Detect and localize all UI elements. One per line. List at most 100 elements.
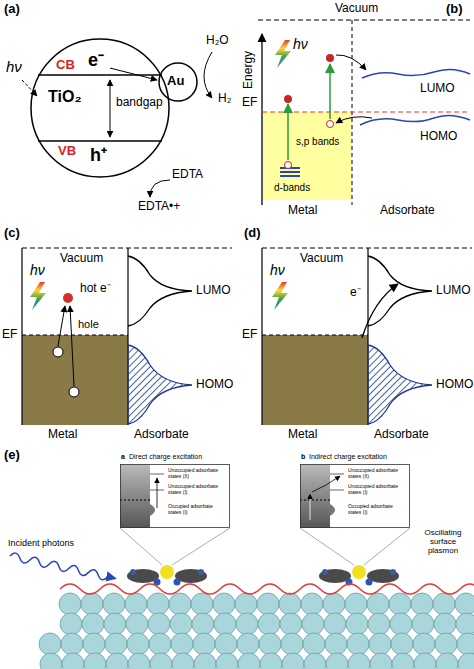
panel-e-part	[39, 593, 474, 669]
panel-b-part	[280, 175, 300, 177]
node-outline	[121, 465, 230, 528]
label: LUMO	[196, 284, 231, 298]
panel-b-part	[280, 171, 300, 173]
panel-e-part-part	[214, 613, 236, 635]
node-text: VB	[58, 144, 76, 159]
label: hν	[293, 36, 308, 52]
panel-c	[22, 248, 232, 425]
panel-e-part	[330, 504, 335, 516]
panel-c-part	[58, 306, 65, 346]
panel-e-part-part	[412, 613, 434, 635]
panel-e-part	[312, 476, 340, 492]
panel-c-part	[22, 248, 232, 425]
panel-d-part	[262, 248, 472, 425]
panel-b-part	[329, 64, 331, 119]
panel-e-part-part	[216, 653, 238, 669]
panel-e-part	[300, 464, 330, 528]
panel-e-part-part	[59, 593, 81, 615]
label: (a)	[4, 2, 20, 17]
node-text: Indirect charge excitation	[309, 453, 387, 461]
panel-e-part-part	[281, 633, 303, 655]
panel-e-part-part	[174, 579, 181, 586]
panel-e-part-part	[391, 633, 413, 655]
panel-e-part-part	[172, 653, 194, 669]
panel-a-part	[150, 180, 170, 197]
panel-e-part	[150, 474, 164, 475]
panel-e-part-part	[215, 633, 237, 655]
panel-b-part	[336, 55, 366, 70]
panel-b-part	[287, 104, 289, 160]
label: H₂	[218, 92, 231, 106]
panel-e-part-part	[150, 653, 172, 669]
panel-e-part-part	[346, 613, 368, 635]
panel-b-part	[326, 54, 334, 62]
node-text: Au	[167, 74, 184, 89]
inset-panel: aDirect charge excitationUnoccupied adso…	[120, 452, 230, 528]
panel-e-part-part	[302, 613, 324, 635]
label: HOMO	[436, 378, 473, 392]
node-text: bandgap	[116, 96, 163, 110]
panel-e-part-part	[169, 593, 191, 615]
panel-e-part	[127, 565, 207, 586]
label: hole	[78, 318, 99, 331]
label: Vacuum	[300, 252, 343, 266]
label: Adsorbate	[374, 428, 429, 442]
panel-e-part-part	[392, 653, 414, 669]
panel-e-part-part	[411, 593, 433, 615]
panel-e-part-part	[370, 653, 392, 669]
panel-e-part-part	[106, 653, 128, 669]
panel-e-part-part	[301, 593, 323, 615]
label: Metal	[288, 204, 317, 218]
panel-e-part	[300, 528, 354, 565]
panel-e-part-part	[103, 593, 125, 615]
node-outline	[159, 63, 197, 101]
label: EF	[2, 328, 17, 342]
label: Adsorbate	[134, 428, 189, 442]
panel-e-part-part	[237, 633, 259, 655]
label: hν	[6, 58, 22, 75]
panel-c-part	[70, 306, 74, 386]
panel-b-part	[262, 112, 470, 113]
label: e⁻	[350, 286, 361, 300]
panel-e-part	[150, 504, 155, 516]
panel-e-part-part	[192, 613, 214, 635]
panel-e-part	[319, 565, 399, 586]
panel-e-part	[300, 500, 330, 501]
panel-e-part-part	[368, 613, 390, 635]
panel-b-part	[362, 69, 470, 78]
panel-e-part-part	[258, 613, 280, 635]
panel-e-part-part	[435, 633, 457, 655]
panel-e-part-part	[366, 579, 373, 586]
panel-b-part	[261, 34, 262, 205]
panel-b-part	[275, 40, 291, 68]
label: HOMO	[196, 378, 233, 392]
panel-e-part	[9, 552, 116, 582]
panel-e-part-part	[130, 569, 136, 575]
panel-e-part-part	[193, 633, 215, 655]
label: Energy	[242, 51, 256, 89]
panel-c-part	[53, 347, 63, 357]
panel-a-part	[22, 80, 37, 96]
panel-e-part-part	[433, 593, 455, 615]
panel-e-part-part	[348, 653, 370, 669]
label: HOMO	[420, 130, 457, 144]
panel-b	[258, 20, 470, 205]
panel-e-part-part	[61, 633, 83, 655]
label: Vacuum	[60, 252, 103, 266]
panel-e-part-part	[236, 613, 258, 635]
gold-particle: Au	[158, 62, 198, 102]
panel-b-part	[263, 112, 352, 200]
panel-e-part-part	[352, 565, 366, 579]
panel-e-part-part	[304, 653, 326, 669]
label: Adsorbate	[380, 204, 435, 218]
panel-e-part	[120, 464, 150, 528]
panel-e-part-part	[235, 593, 257, 615]
label: Oscillating surface plasmon	[414, 528, 472, 556]
panel-e-part-part	[457, 633, 474, 655]
label: (d)	[244, 226, 261, 241]
panel-e-part-part	[39, 633, 61, 655]
label: (e)	[4, 448, 20, 463]
node-text: Occupied adsorbate states (I)	[348, 504, 407, 516]
panel-b-part	[258, 20, 470, 21]
panel-e-part-part	[60, 613, 82, 635]
